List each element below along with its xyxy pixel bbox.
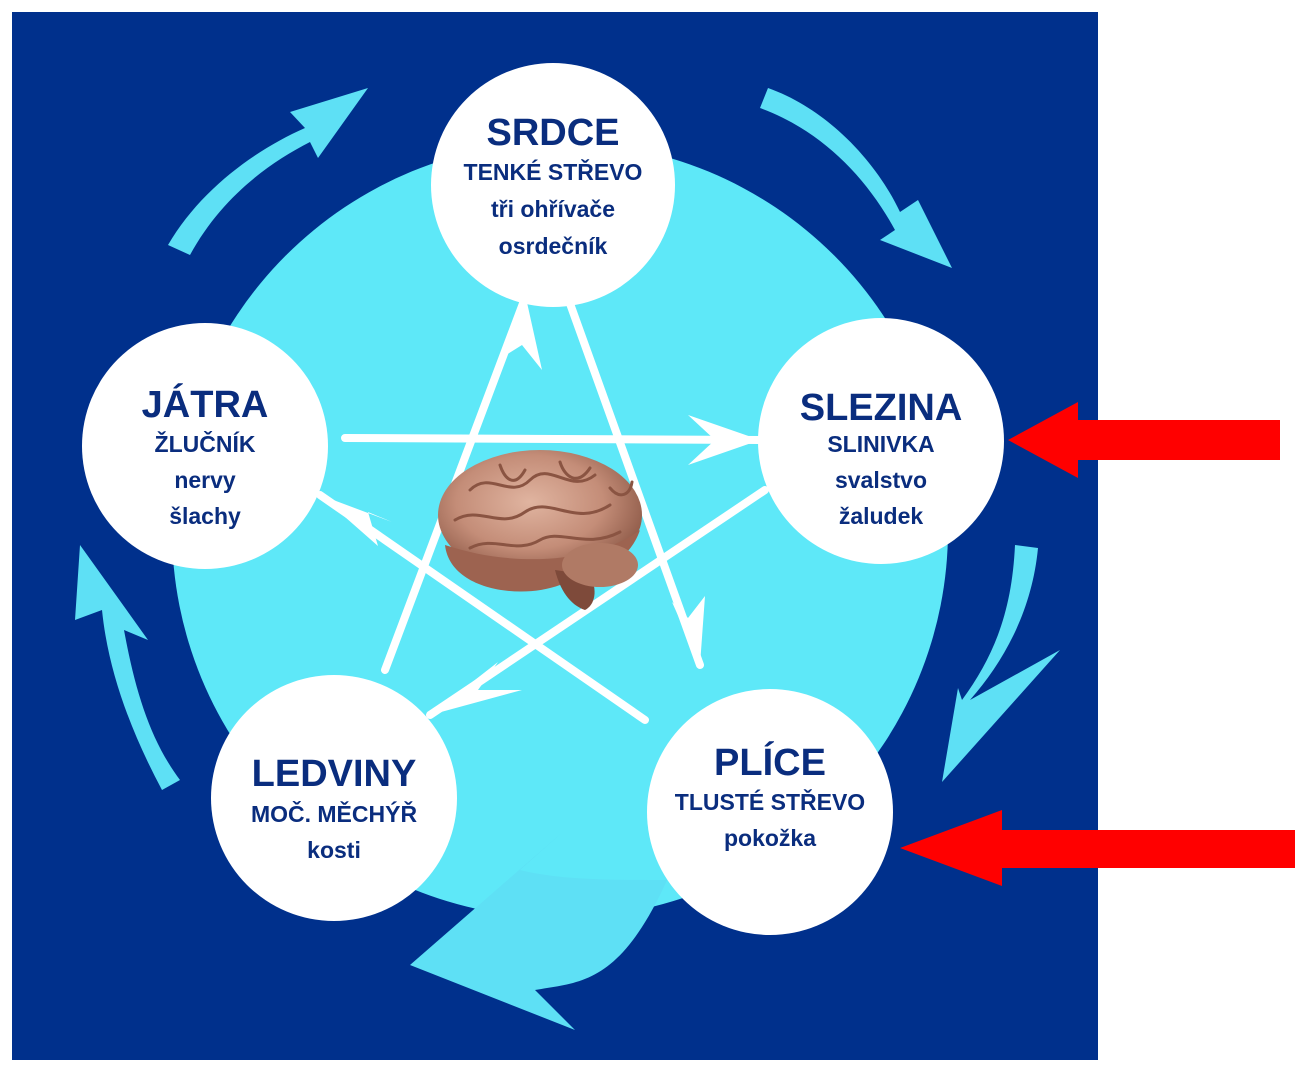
- star-line-srdce-plice: [564, 294, 704, 669]
- node-title-srdce: SRDCE: [486, 112, 619, 154]
- node-circle-ledviny: [211, 675, 457, 921]
- organ-nodes: SRDCE TENKÉ STŘEVO tři ohřívače osrdečníkSL…: [82, 63, 1004, 935]
- node-title-ledviny: LEDVINY: [252, 753, 417, 795]
- cycle-arrow-left: [75, 545, 180, 790]
- node-title-jatra: JÁTRA: [142, 382, 269, 426]
- node-line-slezina-0: SLINIVKA: [827, 431, 934, 457]
- node-line-srdce-0: TENKÉ STŘEVO: [464, 158, 643, 185]
- node-line-srdce-1: tři ohřívače: [491, 196, 615, 222]
- node-title-slezina: SLEZINA: [800, 387, 963, 429]
- pointer-arrows: [900, 402, 1295, 886]
- node-srdce: SRDCE TENKÉ STŘEVO tři ohřívače osrdečník: [431, 63, 675, 307]
- node-plice: PLÍCE TLUSTÉ STŘEVO pokožka: [647, 689, 893, 935]
- node-jatra: JÁTRA ŽLUČNÍK nervy šlachy: [82, 323, 328, 569]
- star-line-plice-jatra: [316, 491, 649, 724]
- cycle-arrows: [75, 88, 1060, 1030]
- pointer-arrow-slezina: [1008, 402, 1280, 478]
- star-arrowhead-jatra: [320, 495, 392, 546]
- node-line-ledviny-1: kosti: [307, 837, 361, 863]
- node-circle-jatra: [82, 323, 328, 569]
- node-title-plice: PLÍCE: [714, 740, 826, 784]
- node-line-slezina-1: svalstvo: [835, 467, 927, 493]
- pointer-arrow-plice: [900, 810, 1295, 886]
- node-circle-plice: [647, 689, 893, 935]
- cycle-arrow-top-right: [760, 88, 952, 268]
- node-line-slezina-2: žaludek: [839, 503, 924, 529]
- star-line-jatra-slezina: [341, 434, 764, 444]
- star-arrowheads: [320, 298, 760, 715]
- node-circle-slezina: [758, 318, 1004, 564]
- node-line-srdce-2: osrdečník: [499, 233, 608, 259]
- star-arrowhead-slezina: [688, 415, 760, 465]
- node-line-jatra-0: ŽLUČNÍK: [155, 430, 256, 457]
- brain-icon: [438, 450, 642, 610]
- cycle-arrow-right: [942, 545, 1060, 782]
- star-arrowhead-plice: [672, 596, 705, 665]
- node-line-jatra-1: nervy: [174, 467, 236, 493]
- node-ledviny: LEDVINY MOČ. MĚCHÝŘ kosti: [211, 675, 457, 921]
- node-line-plice-1: pokožka: [724, 825, 816, 851]
- cycle-arrow-bottom: [410, 830, 668, 1030]
- node-line-plice-0: TLUSTÉ STŘEVO: [675, 788, 865, 815]
- node-circle-srdce: [431, 63, 675, 307]
- cycle-arrow-top-left: [168, 88, 368, 255]
- star-arrowhead-ledviny: [430, 662, 522, 715]
- star-arrowhead-srdce: [498, 298, 542, 370]
- node-line-ledviny-0: MOČ. MĚCHÝŘ: [251, 800, 418, 827]
- node-line-jatra-2: šlachy: [169, 503, 241, 529]
